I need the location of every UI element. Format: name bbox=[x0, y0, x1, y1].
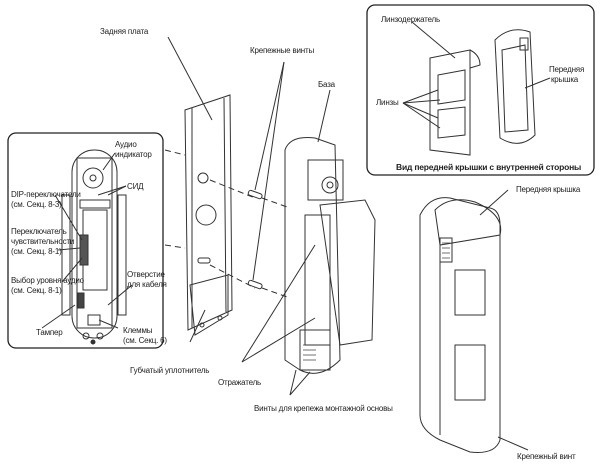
label-cable-hole-1: Отверстие bbox=[127, 270, 165, 279]
label-mount-screws: Крепежные винты bbox=[250, 46, 314, 55]
label-sponge-seal: Губчатый уплотнитель bbox=[130, 366, 210, 375]
base-drawing bbox=[284, 137, 376, 374]
label-tamper: Тампер bbox=[36, 328, 63, 337]
label-lens-holder: Линзодержатель bbox=[381, 15, 440, 24]
label-sensitivity-2: чувствительности bbox=[11, 237, 75, 246]
inset-caption: Вид передней крышки с внутренней стороны bbox=[396, 162, 582, 172]
label-base-screws: Винты для крепежа монтажной основы bbox=[254, 404, 393, 413]
screw-drawing-2 bbox=[247, 279, 263, 290]
label-front-cover-inset-2: крышка bbox=[551, 75, 579, 84]
label-audio-level-1: Выбор уровня аудио bbox=[11, 276, 84, 285]
label-back-plate: Задняя плата bbox=[100, 27, 149, 36]
label-sensitivity-3: (см. Секц. 8-1) bbox=[11, 247, 62, 256]
label-base: База bbox=[318, 80, 335, 89]
label-sensitivity-1: Переключатель bbox=[11, 227, 67, 236]
label-audio-level-2: (см. Секц. 8-1) bbox=[11, 286, 62, 295]
front-cover-drawing bbox=[419, 197, 502, 453]
front-cover-inside-drawing bbox=[494, 29, 536, 144]
lens-holder-drawing bbox=[429, 49, 481, 156]
label-led: СИД bbox=[127, 182, 144, 191]
label-cable-hole-2: для кабеля bbox=[127, 280, 167, 289]
label-reflector: Отражатель bbox=[218, 378, 262, 387]
label-fixing-screw: Крепежный винт bbox=[517, 452, 576, 461]
detector-interior-drawing bbox=[61, 149, 127, 345]
label-audio-indicator-1: Аудио bbox=[115, 140, 137, 149]
label-audio-indicator-2: индикатор bbox=[115, 150, 152, 159]
detail-inset-frame bbox=[7, 132, 164, 349]
label-lenses: Линзы bbox=[376, 98, 399, 107]
label-dip-switches-2: (см. Секц. 8-3) bbox=[11, 200, 62, 209]
label-terminals-1: Клеммы bbox=[123, 326, 153, 335]
front-cover-inset-frame bbox=[366, 4, 595, 176]
back-plate-drawing bbox=[184, 94, 233, 336]
label-front-cover-inset-1: Передняя bbox=[549, 65, 585, 74]
screw-drawing-1 bbox=[247, 189, 263, 200]
label-terminals-2: (см. Секц. 6) bbox=[123, 336, 167, 345]
label-dip-switches-1: DIP-переключатели bbox=[11, 190, 81, 199]
label-front-cover: Передняя крышка bbox=[516, 185, 581, 194]
